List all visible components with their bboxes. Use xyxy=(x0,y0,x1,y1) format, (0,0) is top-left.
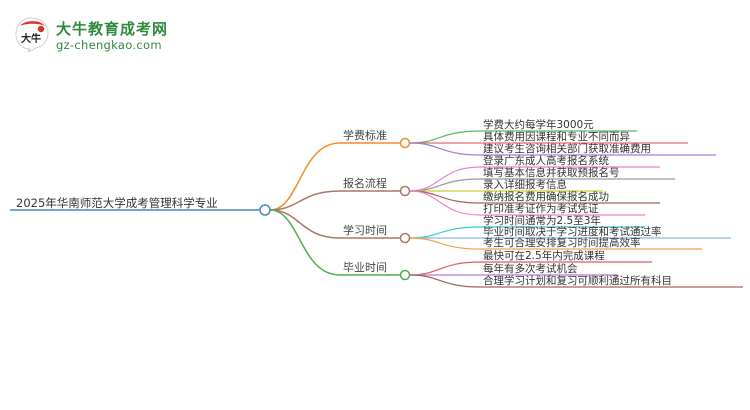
branch-study-time[interactable]: 学习时间 xyxy=(343,224,387,237)
root-node[interactable]: 2025年华南师范大学成考管理科学专业 xyxy=(16,196,218,210)
leaf-tuition-3[interactable]: 建议考生咨询相关部门获取准确费用 xyxy=(483,143,651,155)
branch-tuition[interactable]: 学费标准 xyxy=(343,129,387,142)
leaf-study-2[interactable]: 毕业时间取决于学习进度和考试通过率 xyxy=(483,226,662,238)
site-logo[interactable]: 大牛 大牛教育成考网 gz-chengkao.com xyxy=(14,16,184,56)
leaf-tuition-1[interactable]: 学费大约每学年3000元 xyxy=(483,119,594,131)
branch-registration[interactable]: 报名流程 xyxy=(343,177,387,190)
branch-graduation[interactable]: 毕业时间 xyxy=(343,261,387,274)
logo-url: gz-chengkao.com xyxy=(56,38,162,52)
logo-badge-icon: 大牛 xyxy=(15,17,49,52)
leaf-graduation-3[interactable]: 合理学习计划和复习可顺利通过所有科目 xyxy=(483,275,672,287)
leaf-registration-5[interactable]: 打印准考证作为考试凭证 xyxy=(483,203,599,215)
leaf-registration-3[interactable]: 录入详细报考信息 xyxy=(483,179,567,191)
leaf-study-3[interactable]: 考生可合理安排复习时间提高效率 xyxy=(483,237,641,249)
svg-text:大牛: 大牛 xyxy=(21,32,41,45)
leaf-registration-4[interactable]: 缴纳报名费用确保报名成功 xyxy=(483,191,609,203)
logo-title: 大牛教育成考网 xyxy=(56,20,169,38)
leaf-registration-2[interactable]: 填写基本信息并获取预报名号 xyxy=(483,167,620,179)
leaf-registration-1[interactable]: 登录广东成人高考报名系统 xyxy=(483,155,609,167)
leaf-study-1[interactable]: 学习时间通常为2.5至3年 xyxy=(483,215,601,227)
leaf-tuition-2[interactable]: 具体费用因课程和专业不同而异 xyxy=(483,131,630,143)
leaf-graduation-1[interactable]: 最快可在2.5年内完成课程 xyxy=(483,250,605,262)
leaf-graduation-2[interactable]: 每年有多次考试机会 xyxy=(483,263,578,275)
root-node-icon xyxy=(259,204,271,216)
